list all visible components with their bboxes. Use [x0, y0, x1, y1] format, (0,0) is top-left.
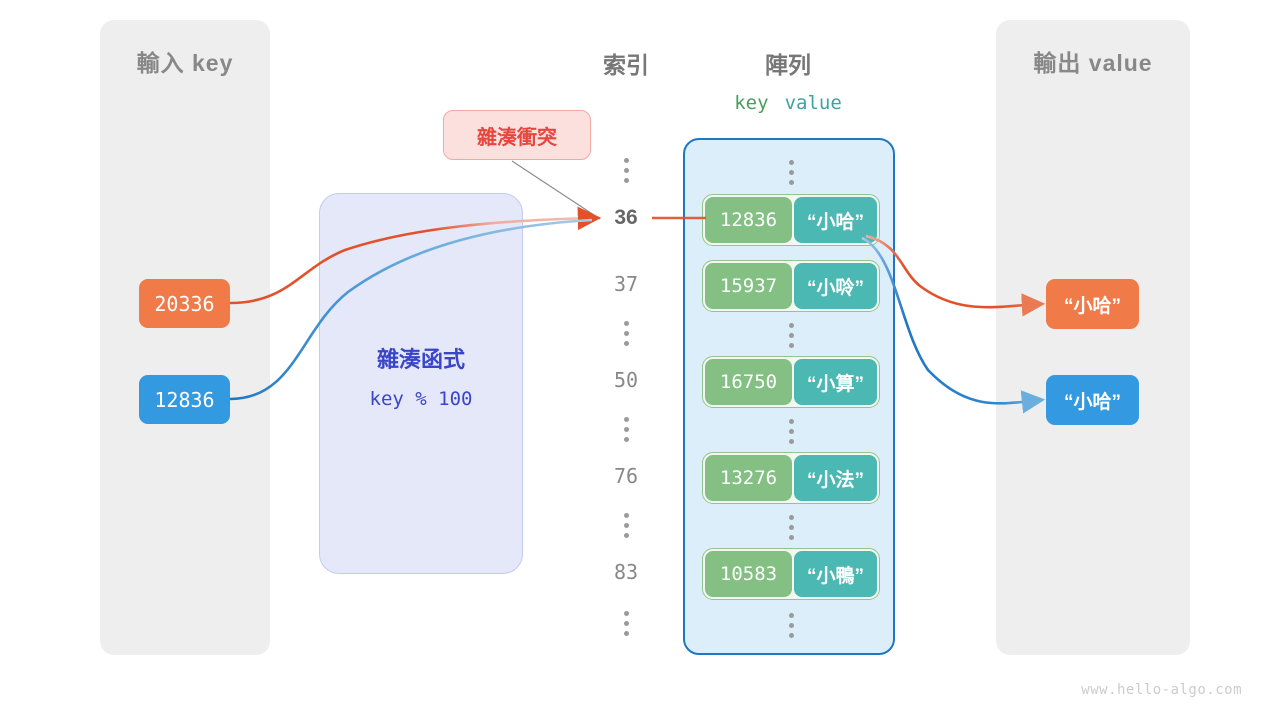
- bucket-key-cell: 15937: [705, 263, 792, 309]
- index-ellipsis: [616, 321, 636, 346]
- hash-function-title: 雜湊函式: [376, 347, 465, 372]
- index-ellipsis: [616, 417, 636, 442]
- hash-function-formula: key % 100: [369, 388, 473, 410]
- value-column-label: value: [784, 92, 842, 114]
- bucket-key-cell: 12836: [705, 197, 792, 243]
- bucket-value-cell: “小哈”: [793, 197, 877, 243]
- bucket-row[interactable]: 10583“小鴨”: [702, 548, 880, 600]
- input-panel-title: 輸入 key: [136, 50, 234, 76]
- input-key-panel: 輸入 key: [100, 20, 270, 655]
- bucket-row[interactable]: 13276“小法”: [702, 452, 880, 504]
- array-ellipsis: [781, 323, 801, 348]
- bucket-key-cell: 10583: [705, 551, 792, 597]
- bucket-value-cell: “小鴨”: [793, 551, 877, 597]
- watermark: www.hello-algo.com: [1081, 682, 1242, 698]
- bucket-value-cell: “小法”: [793, 455, 877, 501]
- index-label-76: 76: [613, 464, 639, 488]
- index-label-83: 83: [613, 560, 639, 584]
- bucket-row[interactable]: 15937“小唥”: [702, 260, 880, 312]
- output-value-pill-0: “小哈”: [1046, 279, 1139, 329]
- hash-table-array: 12836“小哈”15937“小唥”16750“小算”13276“小法”1058…: [683, 138, 895, 655]
- output-value-pill-1: “小哈”: [1046, 375, 1139, 425]
- input-key-pill-0: 20336: [139, 279, 230, 328]
- bucket-value-cell: “小唥”: [793, 263, 877, 309]
- array-ellipsis: [781, 613, 801, 638]
- output-value-panel: 輸出 value: [996, 20, 1190, 655]
- array-ellipsis: [781, 160, 801, 185]
- array-column-heading: 陣列: [765, 52, 811, 78]
- array-ellipsis: [781, 419, 801, 444]
- bucket-key-cell: 13276: [705, 455, 792, 501]
- key-value-column-heading: key value: [700, 92, 876, 114]
- index-label-37: 37: [613, 272, 639, 296]
- input-key-pill-1: 12836: [139, 375, 230, 424]
- bucket-row[interactable]: 12836“小哈”: [702, 194, 880, 246]
- index-label-50: 50: [613, 368, 639, 392]
- hash-function-box: 雜湊函式 key % 100: [319, 193, 523, 574]
- index-ellipsis: [616, 513, 636, 538]
- bucket-value-cell: “小算”: [793, 359, 877, 405]
- bucket-key-cell: 16750: [705, 359, 792, 405]
- index-column-heading: 索引: [603, 52, 649, 78]
- key-column-label: key: [734, 92, 769, 114]
- index-ellipsis: [616, 158, 636, 183]
- index-ellipsis: [616, 611, 636, 636]
- index-label-36: 36: [614, 206, 638, 229]
- hash-collision-callout: 雜湊衝突: [443, 110, 591, 160]
- bucket-row[interactable]: 16750“小算”: [702, 356, 880, 408]
- array-ellipsis: [781, 515, 801, 540]
- index-column: 36 37 50 76 83: [586, 140, 666, 655]
- output-panel-title: 輸出 value: [1033, 50, 1153, 76]
